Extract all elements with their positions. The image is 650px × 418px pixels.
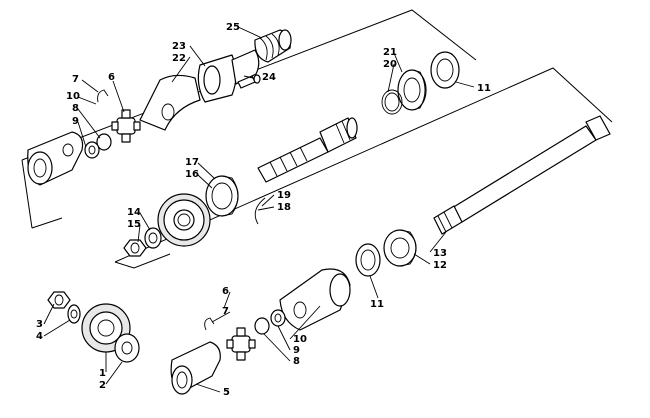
callout-8-lower: 8 (293, 356, 300, 367)
callout-6-lower: 6 (222, 286, 229, 297)
callout-12: 12 (433, 260, 447, 271)
part-24-bolt (237, 74, 261, 89)
callout-4: 4 (36, 331, 43, 342)
drive-shaft (433, 115, 611, 235)
part-8-bearing-cap-lower (254, 317, 270, 335)
callout-8-upper: 8 (72, 103, 79, 114)
callout-24: 24 (262, 72, 276, 83)
callout-10-lower: 10 (293, 334, 307, 345)
callout-11-upper: 11 (477, 83, 491, 94)
part-16-17-bearing (205, 175, 239, 217)
callout-10-upper: 10 (66, 91, 80, 102)
part-5-yoke (170, 341, 221, 395)
callout-22: 22 (172, 53, 186, 64)
callout-2: 2 (99, 380, 106, 391)
ring-gear (157, 193, 211, 247)
callout-19: 19 (277, 190, 291, 201)
callout-labels: 25 23 22 24 7 6 10 8 9 21 20 11 17 16 19… (36, 22, 491, 398)
part-11-seal-lower (355, 243, 381, 277)
callout-7-lower: 7 (222, 306, 229, 317)
part-7-clip (97, 89, 109, 103)
part-2-shim (114, 333, 140, 363)
callout-20: 20 (383, 59, 397, 70)
callout-13: 13 (433, 248, 447, 259)
callout-23: 23 (172, 41, 186, 52)
part-18-snap-ring (254, 197, 266, 225)
part-14-washer (144, 227, 162, 249)
callout-14: 14 (127, 207, 141, 218)
part-6-cross (111, 109, 141, 143)
callout-5: 5 (223, 387, 230, 398)
part-20-ring (381, 89, 403, 115)
callout-15: 15 (127, 219, 141, 230)
part-7-clip-lower (204, 317, 215, 331)
callout-9-lower: 9 (293, 345, 300, 356)
part-25-boot (254, 29, 292, 63)
middle-group-frame (114, 67, 613, 269)
callout-6-upper: 6 (108, 72, 115, 83)
part-15-nut (123, 239, 147, 257)
part-22-23-yoke-flange (139, 49, 260, 131)
part-10-yoke (27, 131, 84, 186)
part-9-seal (84, 141, 100, 159)
callout-16: 16 (185, 169, 199, 180)
part-21-bearing (397, 69, 427, 111)
part-3-nut (47, 291, 71, 309)
callout-11-lower: 11 (370, 299, 384, 310)
part-19-shaft (257, 117, 358, 183)
part-8-bearing-cap (96, 133, 112, 151)
part-4-washer (67, 304, 81, 324)
callout-9-upper: 9 (72, 116, 79, 127)
callout-1: 1 (99, 368, 106, 379)
part-9-seal-lower (270, 309, 286, 327)
part-11-seal-upper (430, 51, 460, 89)
callout-3: 3 (36, 319, 43, 330)
callout-7-upper: 7 (72, 74, 79, 85)
lower-flange-yoke (279, 268, 351, 331)
callout-18: 18 (277, 202, 291, 213)
callout-17: 17 (185, 157, 199, 168)
leader-lines (43, 26, 475, 393)
part-12-13-bearing (383, 229, 417, 267)
callout-21: 21 (383, 47, 397, 58)
part-6-cross-lower (226, 327, 256, 361)
upper-group-frame (21, 9, 477, 229)
callout-25: 25 (226, 22, 240, 33)
